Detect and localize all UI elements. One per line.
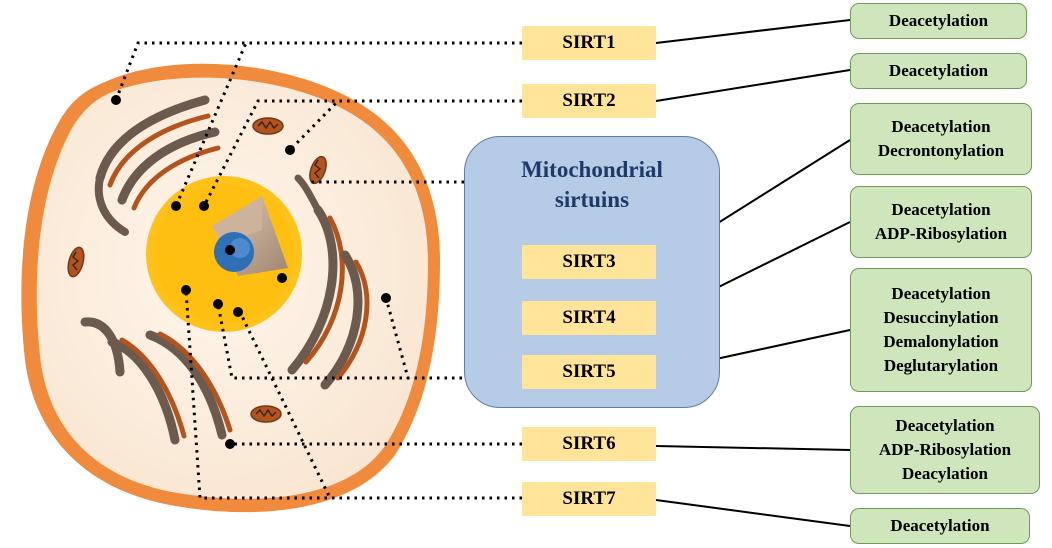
sirt2-label: SIRT2: [522, 84, 656, 118]
er-stack-right: [287, 174, 370, 390]
er-stack-bottom-left: [80, 317, 233, 445]
sirt6-label: SIRT6: [522, 427, 656, 461]
function-item: Deacetylation: [888, 61, 989, 80]
function-item: ADP-Ribosylation: [874, 224, 1008, 243]
sirt7-label: SIRT7: [522, 482, 656, 516]
function-item: Deacetylation: [891, 284, 991, 303]
sirt5-functions: Deacetylation Desuccinylation Demalonyla…: [850, 268, 1032, 392]
function-item: Deacetylation: [888, 11, 989, 30]
function-item: Deacetylation: [895, 416, 995, 435]
panel-title-line2: sirtuins: [554, 187, 630, 212]
function-item: Deacetylation: [890, 516, 990, 535]
sirt4-label: SIRT4: [522, 301, 656, 335]
sirt1-label: SIRT1: [522, 26, 656, 60]
panel-title-line1: Mitochondrial: [521, 157, 663, 182]
panel-title: Mitochondrial sirtuins: [465, 155, 719, 215]
function-item: Demalonylation: [883, 332, 999, 351]
function-item: Deacylation: [902, 464, 988, 483]
sirt4-functions: Deacetylation ADP-Ribosylation: [850, 186, 1032, 258]
connector-endpoints: [111, 95, 391, 449]
er-stack-top-left: [94, 95, 221, 236]
sirt1-functions: Deacetylation: [850, 3, 1027, 39]
function-item: Decrontonylation: [877, 141, 1005, 160]
function-item: Deglutarylation: [883, 356, 999, 375]
function-item: ADP-Ribosylation: [878, 440, 1012, 459]
sirt5-label: SIRT5: [522, 355, 656, 389]
sirt3-functions: Deacetylation Decrontonylation: [850, 103, 1032, 175]
function-item: Deacetylation: [891, 117, 991, 136]
sirt3-label: SIRT3: [522, 245, 656, 279]
sirt6-functions: Deacetylation ADP-Ribosylation Deacylati…: [850, 406, 1040, 494]
sirt2-functions: Deacetylation: [850, 53, 1027, 89]
mitochondria-group: [67, 117, 327, 423]
function-item: Desuccinylation: [883, 308, 999, 327]
function-item: Deacetylation: [891, 200, 991, 219]
sirt7-functions: Deacetylation: [850, 508, 1030, 544]
